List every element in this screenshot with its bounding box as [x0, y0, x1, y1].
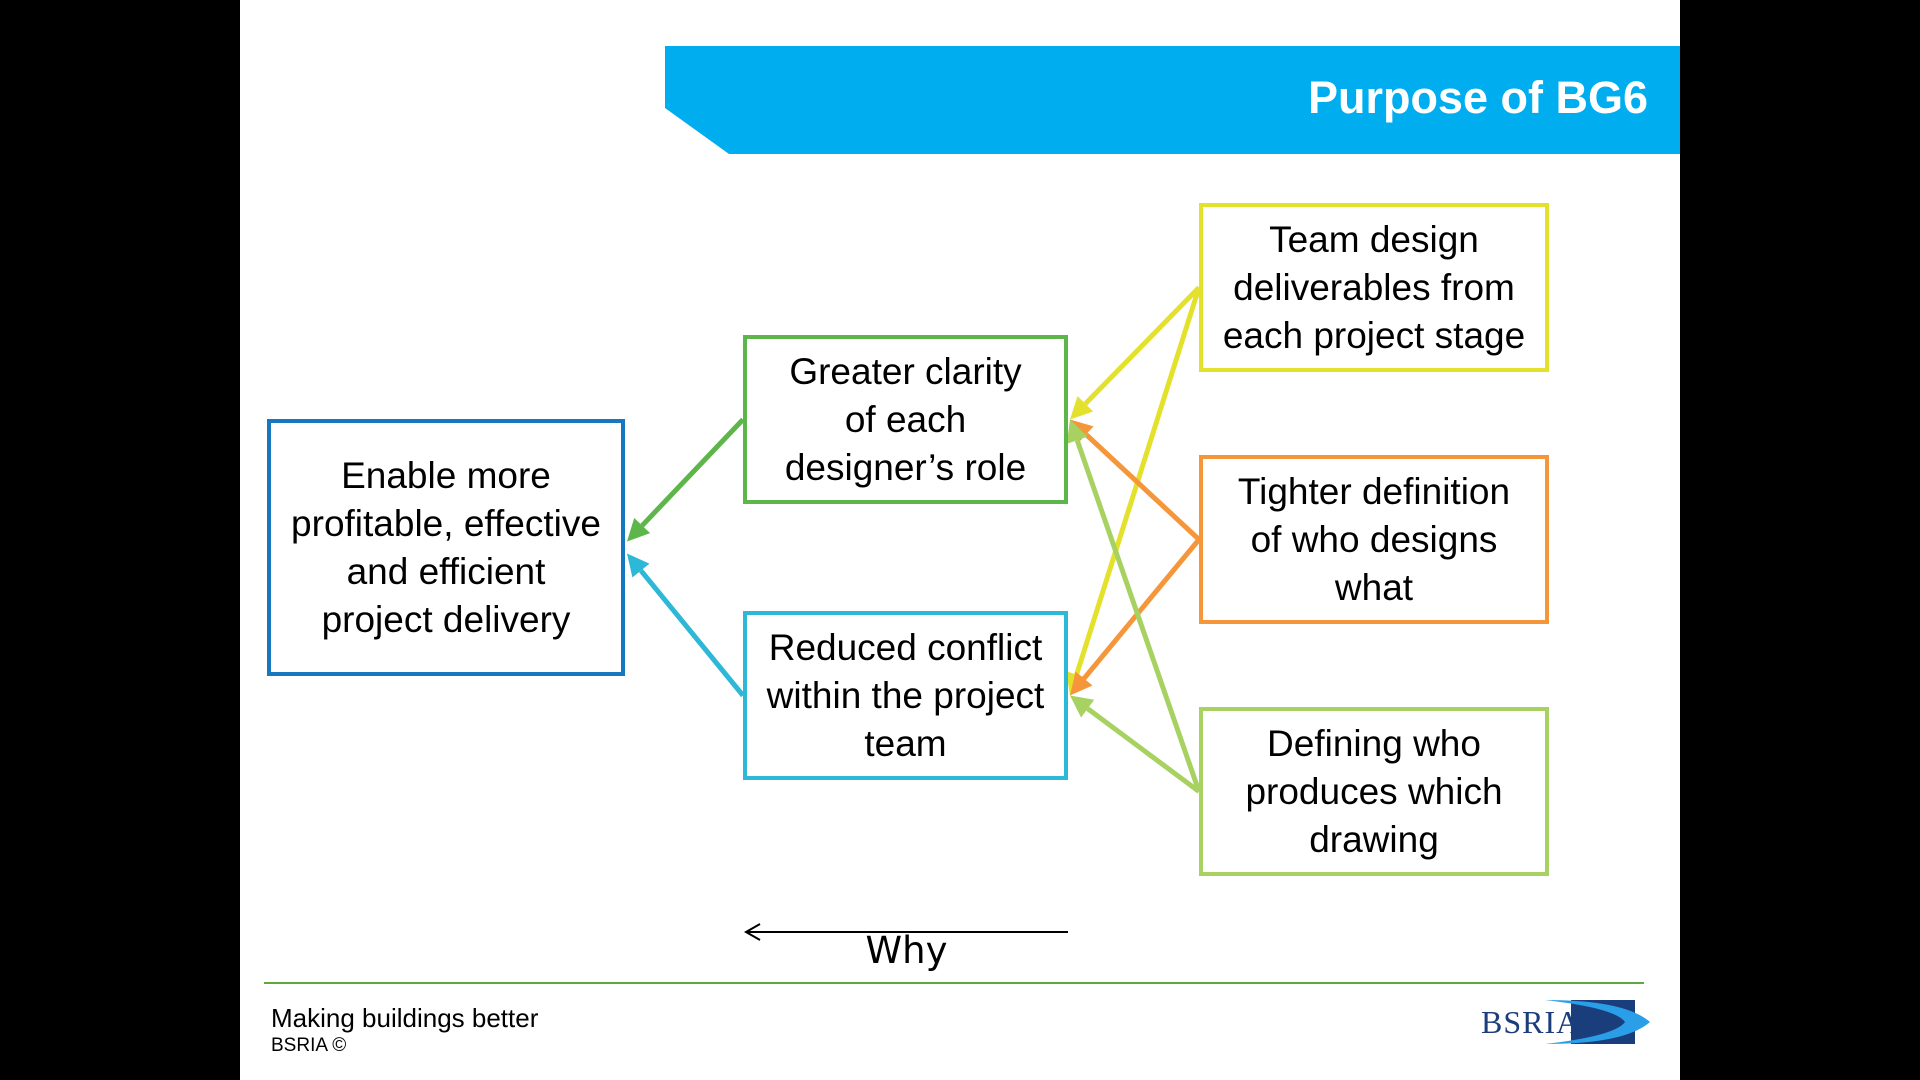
- benefit-line: within the project: [766, 674, 1045, 716]
- logo-swoosh-icon: [1545, 1000, 1650, 1044]
- driver-line: of who designs: [1250, 518, 1498, 560]
- why-label: Why: [865, 929, 948, 972]
- driver-box-drawing-producer: Defining who produces which drawing: [1199, 707, 1549, 876]
- benefit-line: of each: [844, 398, 967, 440]
- title-banner: Purpose of BG6: [665, 46, 1680, 154]
- goal-line: profitable, effective: [291, 502, 601, 544]
- benefit-box-role-clarity: Greater clarity of each designer’s role: [743, 335, 1068, 504]
- driver-line: Defining who: [1267, 722, 1481, 764]
- benefit-line: Reduced conflict: [768, 626, 1043, 668]
- footer-divider: [264, 982, 1644, 984]
- driver-line: what: [1334, 566, 1414, 608]
- goal-line: and efficient: [346, 550, 546, 592]
- benefit-text: Greater clarity of each designer’s role: [785, 348, 1026, 492]
- driver-text: Tighter definition of who designs what: [1238, 468, 1510, 612]
- goal-line: Enable more: [341, 454, 551, 496]
- benefit-box-reduced-conflict: Reduced conflict within the project team: [743, 611, 1068, 780]
- driver-line: Team design: [1269, 218, 1479, 260]
- driver-line: each project stage: [1222, 314, 1526, 356]
- bsria-logo: BSRIA: [1481, 1000, 1650, 1044]
- driver-box-team-deliverables: Team design deliverables from each proje…: [1199, 203, 1549, 372]
- driver-box-tighter-definition: Tighter definition of who designs what: [1199, 455, 1549, 624]
- driver-text: Defining who produces which drawing: [1245, 720, 1502, 864]
- footer-tagline: Making buildings better: [271, 1003, 539, 1033]
- driver-line: drawing: [1309, 818, 1439, 860]
- driver-line: produces which: [1245, 770, 1503, 812]
- benefit-line: team: [864, 722, 947, 764]
- logo-text: BSRIA: [1481, 1004, 1580, 1040]
- driver-text: Team design deliverables from each proje…: [1223, 216, 1525, 360]
- driver-line: deliverables from: [1233, 266, 1515, 308]
- goal-text: Enable more profitable, effective and ef…: [291, 452, 601, 644]
- goal-box: Enable more profitable, effective and ef…: [267, 419, 625, 676]
- driver-line: Tighter definition: [1237, 470, 1511, 512]
- benefit-line: Greater clarity: [789, 350, 1022, 392]
- slide-title: Purpose of BG6: [1307, 72, 1648, 123]
- goal-line: project delivery: [321, 598, 571, 640]
- benefit-line: designer’s role: [784, 446, 1027, 488]
- benefit-text: Reduced conflict within the project team: [767, 624, 1045, 768]
- footer-copyright: BSRIA ©: [271, 1035, 347, 1056]
